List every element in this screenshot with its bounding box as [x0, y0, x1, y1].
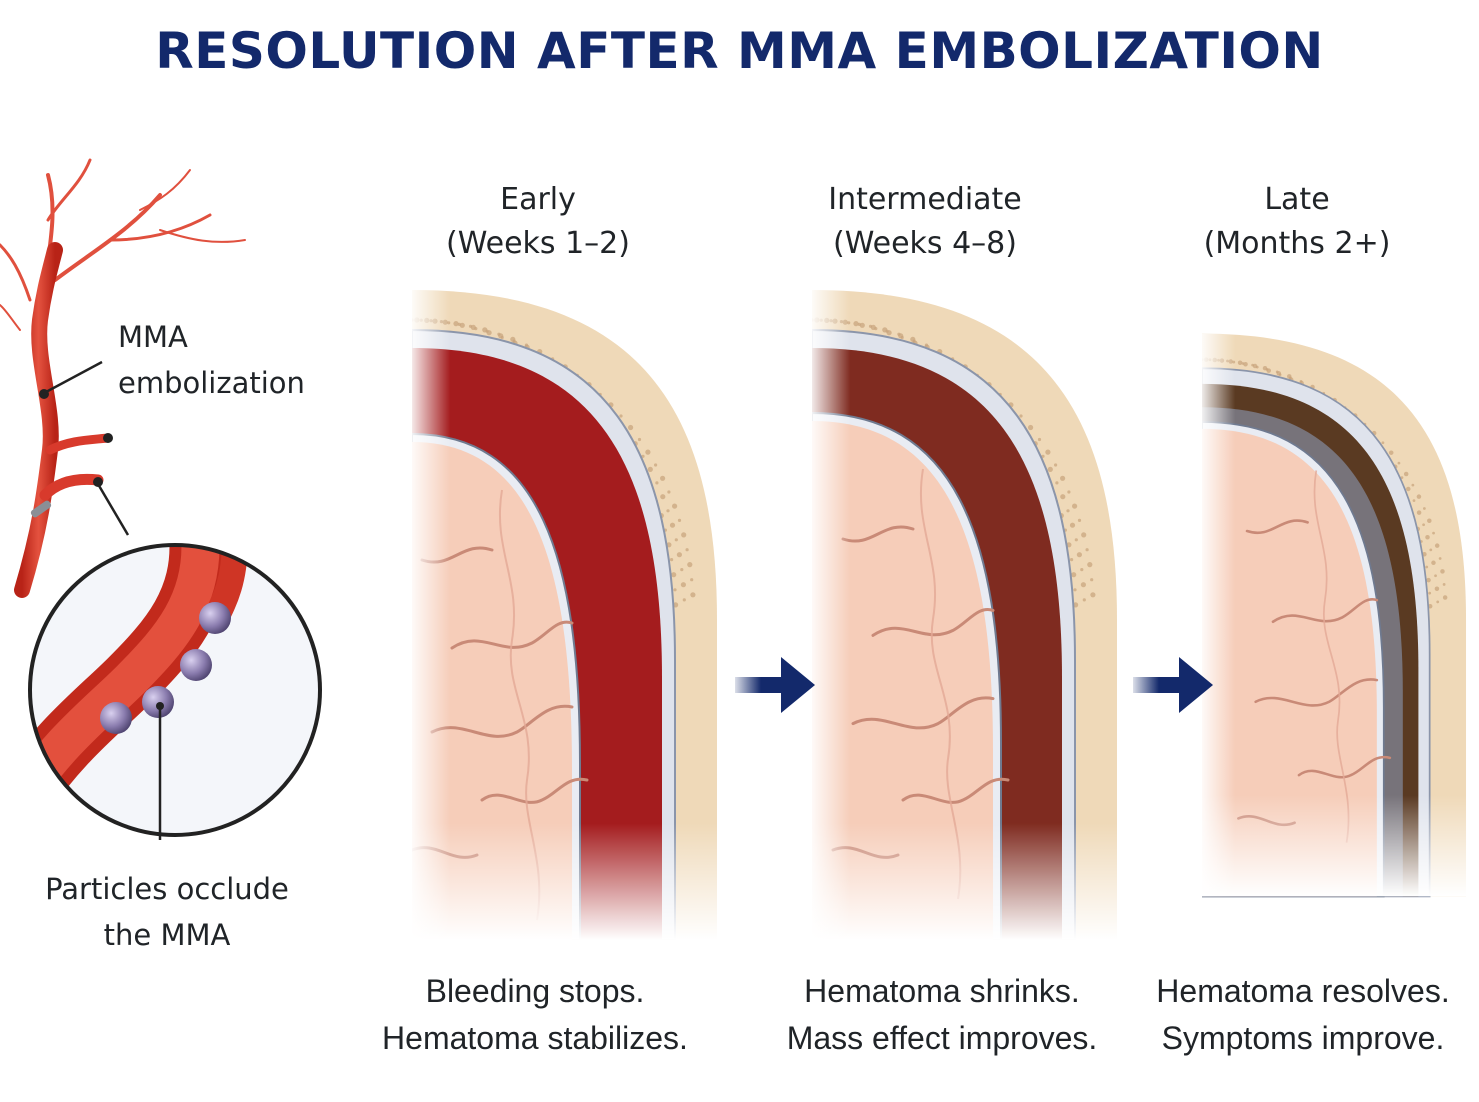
stage-desc-intermediate: Hematoma shrinks. Mass effect improves. — [786, 973, 1098, 1056]
particles-callout: Particles occlude the MMA — [45, 872, 289, 952]
particle-inset — [30, 545, 320, 835]
particle — [100, 702, 132, 734]
stage-label-late: Late (Months 2+) — [1203, 182, 1391, 261]
stage-panel-early — [412, 290, 732, 940]
particle — [142, 686, 174, 718]
stage-panel-intermediate — [812, 290, 1132, 940]
stage-panel-late — [1202, 333, 1479, 898]
stage-desc-early: Bleeding stops. Hematoma stabilizes. — [382, 973, 688, 1056]
mma-trunk — [14, 242, 63, 598]
mma-artery-illustration — [0, 158, 322, 840]
right-arrow-icon — [735, 657, 815, 713]
stage-desc-late: Hematoma resolves. Symptoms improve. — [1156, 973, 1450, 1056]
artery-branches — [0, 158, 246, 332]
stage-label-early: Early (Weeks 1–2) — [446, 182, 630, 261]
right-arrow-icon — [1133, 657, 1213, 713]
particle — [199, 602, 231, 634]
stage-label-intermediate: Intermediate (Weeks 4–8) — [828, 182, 1022, 261]
page-title: RESOLUTION AFTER MMA EMBOLIZATION — [155, 22, 1324, 80]
particle — [180, 649, 212, 681]
mma-embolization-callout: MMA embolization — [118, 320, 305, 400]
